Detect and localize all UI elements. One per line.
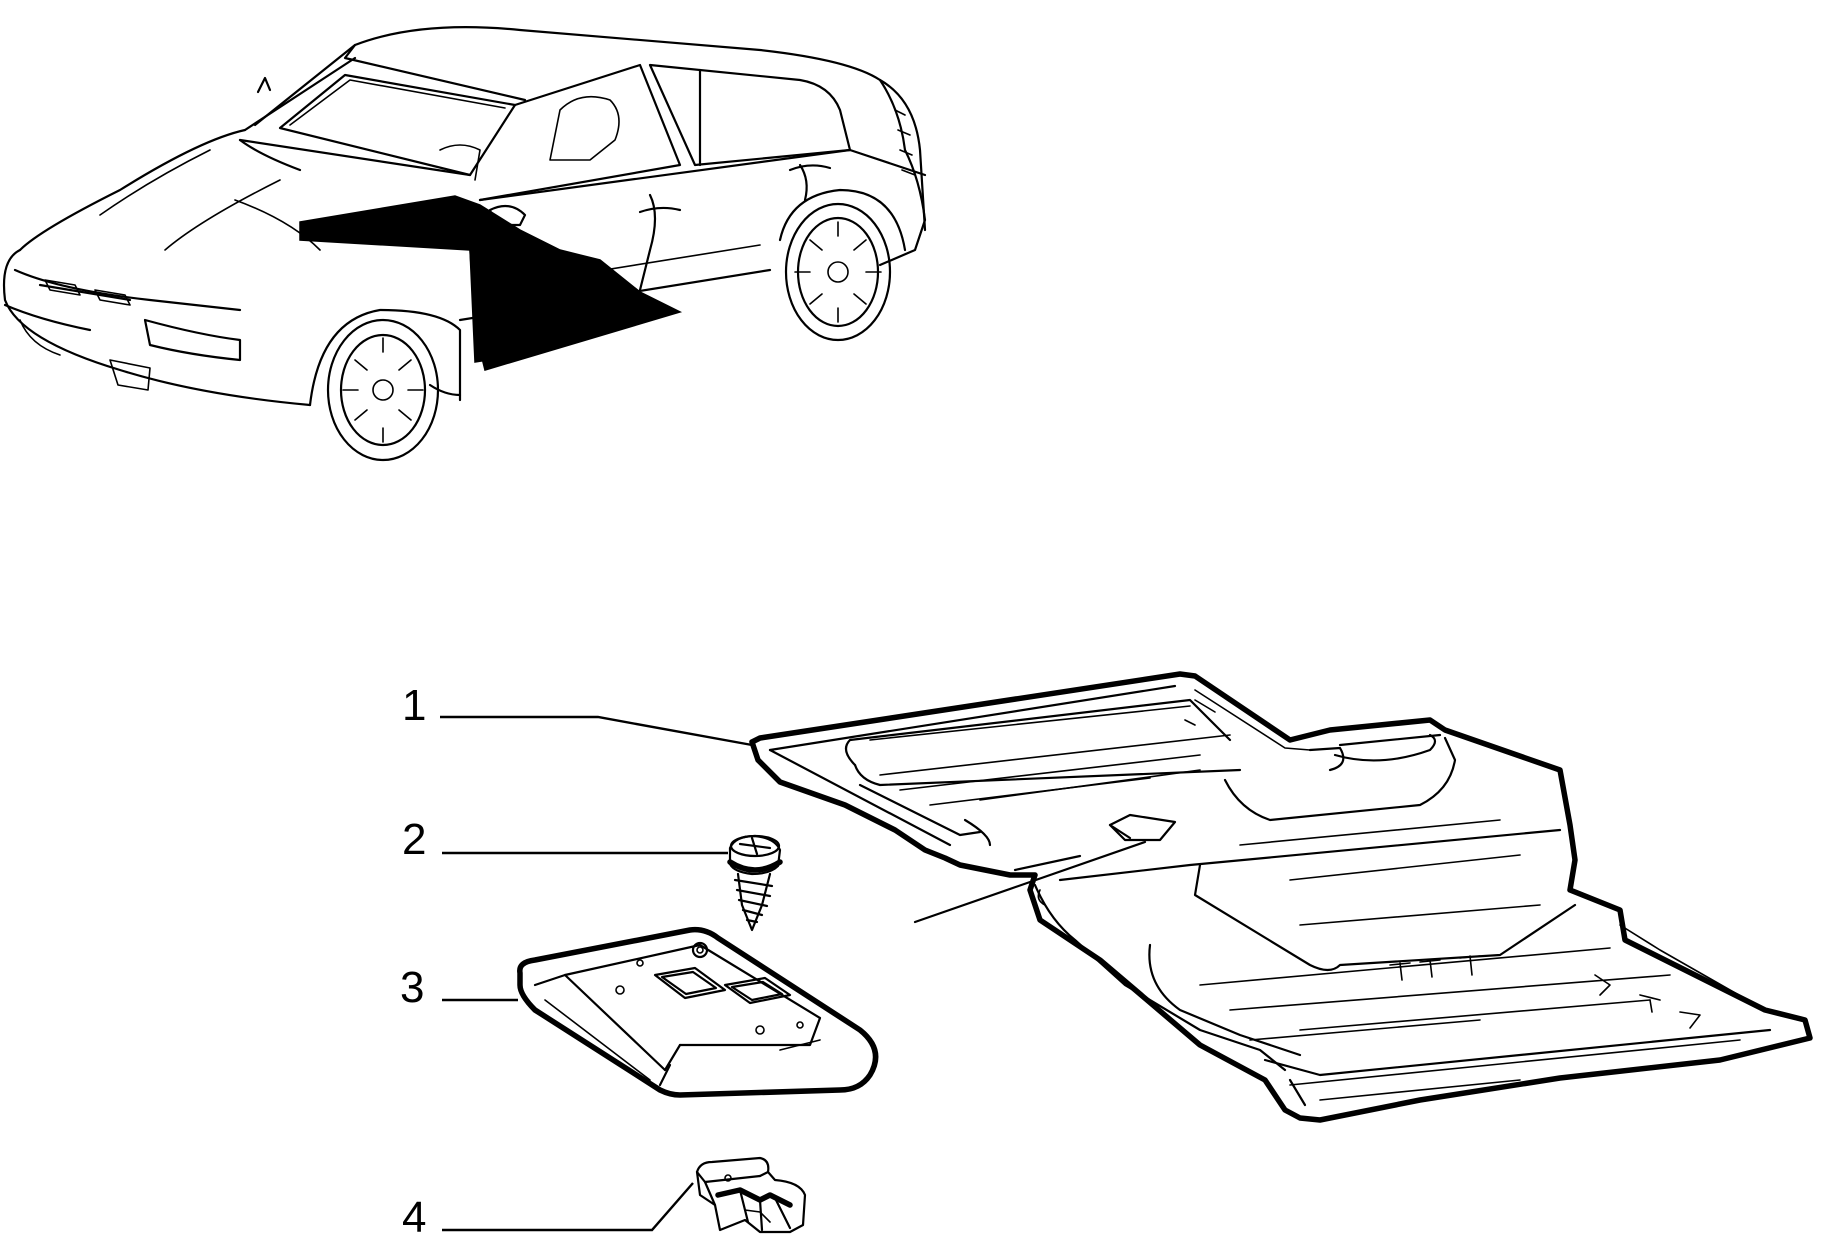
clip-icon [695, 1156, 807, 1234]
leader-lines [440, 715, 753, 1232]
callout-label-1: 1 [402, 681, 426, 730]
callout-label-2: 2 [402, 815, 426, 864]
callout-labels: 1 2 3 4 [400, 681, 426, 1236]
callout-label-3: 3 [400, 963, 424, 1012]
leader-line-1 [440, 715, 753, 747]
plate-icon [517, 926, 879, 1098]
screw-icon [727, 834, 783, 932]
callout-label-4: 4 [402, 1193, 426, 1236]
car-overview-icon [2, 26, 927, 462]
leader-line-4 [442, 1182, 694, 1232]
floor-mat-icon [749, 671, 1813, 1123]
